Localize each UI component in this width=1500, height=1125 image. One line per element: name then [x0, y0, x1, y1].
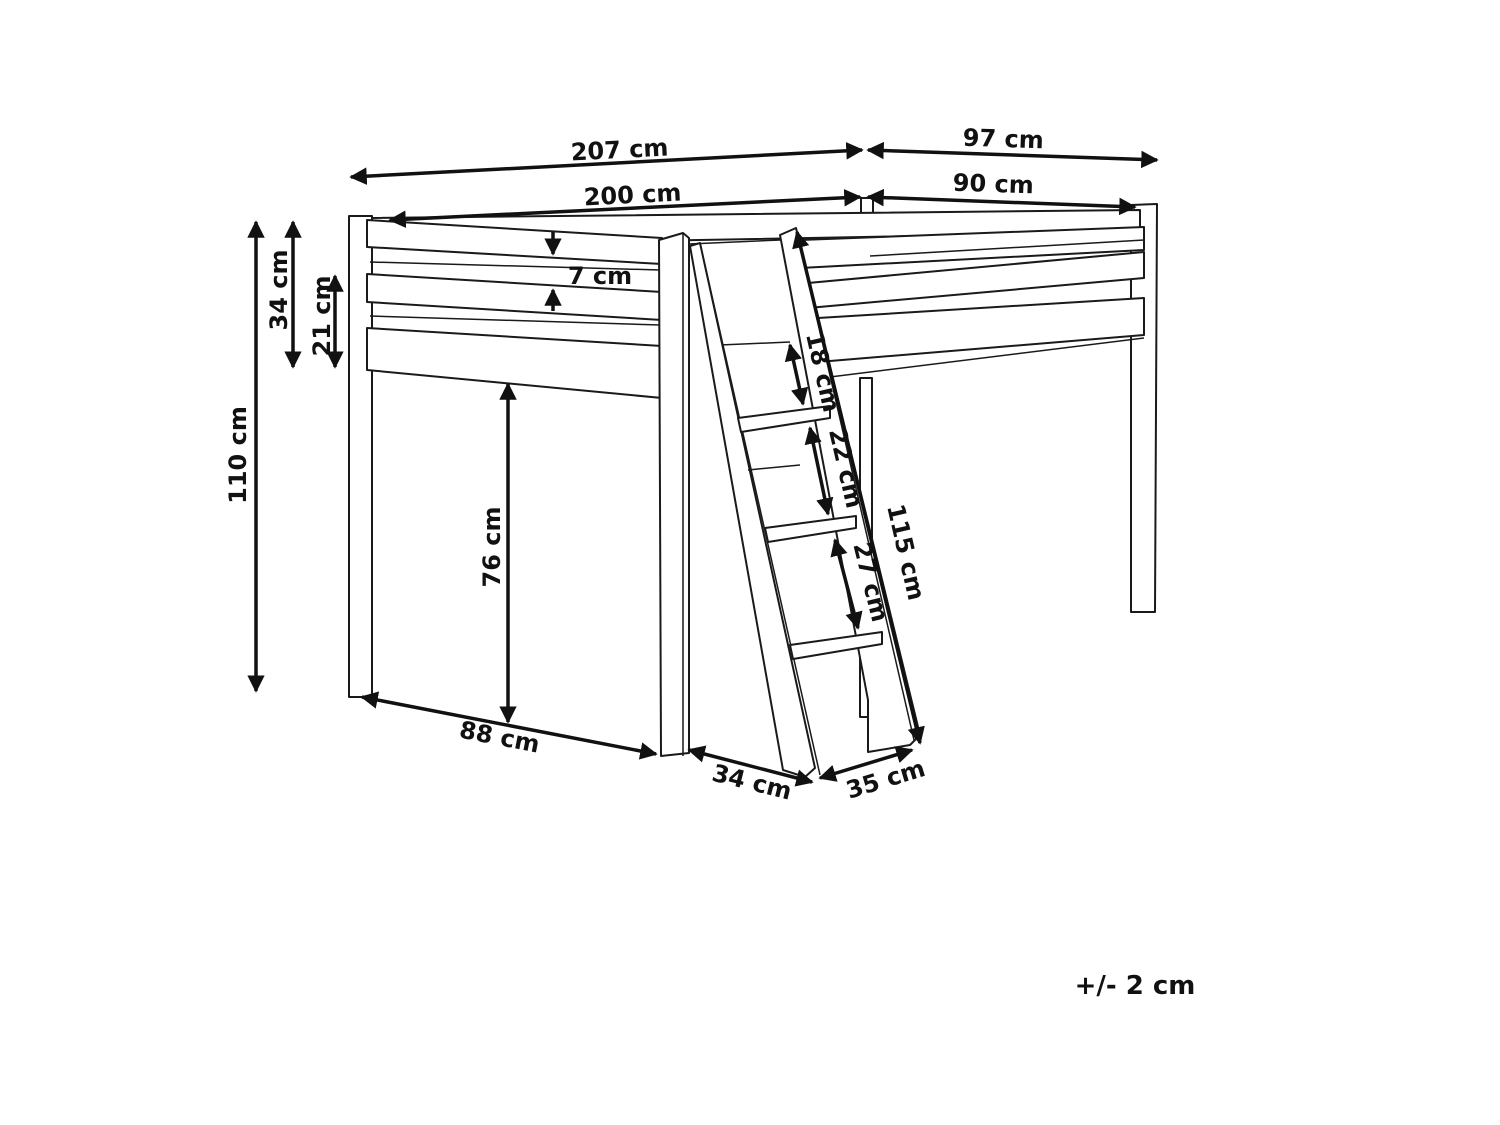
label-total-height: 110 cm: [224, 406, 252, 504]
dimension-arrows: [247, 141, 1159, 787]
right-rail-3: [817, 297, 1145, 363]
arrow-mattress-length: [388, 189, 862, 228]
label-ladder-length: 115 cm: [881, 501, 930, 602]
label-ladder-depth: 35 cm: [843, 754, 929, 804]
label-clearance-height: 76 cm: [478, 507, 506, 588]
label-slat-gap: 7 cm: [568, 262, 632, 290]
front-rail-3: [366, 327, 663, 399]
label-guard-height: 34 cm: [265, 250, 293, 331]
arrow-overall-width: [866, 141, 1159, 169]
arrow-ladder-depth: [818, 746, 914, 782]
arrow-underbed-width: [360, 691, 658, 760]
label-mattress-width: 90 cm: [952, 169, 1034, 200]
label-mattress-length: 200 cm: [583, 178, 682, 211]
arrow-ladder-offset: [687, 745, 814, 787]
label-underbed-width: 88 cm: [457, 716, 542, 759]
front-right-post: [658, 232, 690, 757]
arrow-overall-length: [349, 142, 864, 185]
label-rail-span: 21 cm: [308, 276, 336, 357]
arrow-ladder-length: [792, 230, 925, 745]
bed-structure: [348, 197, 1158, 778]
arrow-step-gap-top: [784, 343, 809, 406]
label-overall-length: 207 cm: [570, 133, 669, 166]
label-overall-width: 97 cm: [962, 124, 1044, 155]
arrow-mattress-width: [866, 188, 1137, 216]
tolerance-note: +/- 2 cm: [1075, 971, 1196, 1001]
